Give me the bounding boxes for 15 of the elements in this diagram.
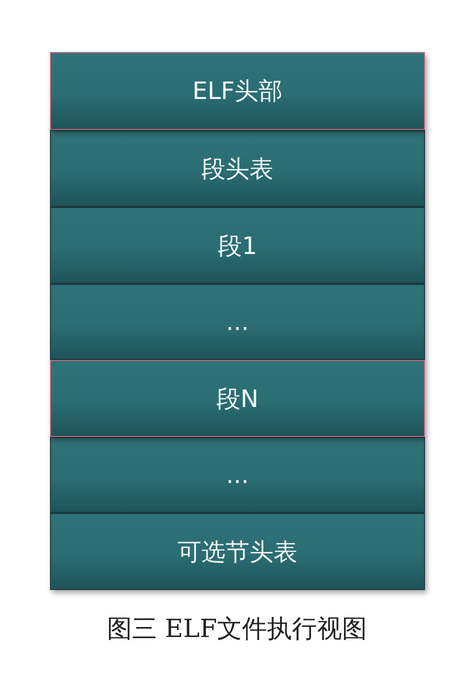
memory-block xyxy=(50,284,425,360)
memory-block xyxy=(50,207,425,284)
memory-block xyxy=(50,130,425,207)
memory-block xyxy=(50,52,425,130)
block-label: ... xyxy=(226,308,249,336)
memory-block xyxy=(50,513,425,590)
block-label: 段头表 xyxy=(202,154,274,184)
block-label: 段N xyxy=(216,384,258,414)
block-label: 可选节头表 xyxy=(178,536,298,568)
block-label: 段1 xyxy=(218,230,258,262)
caption: 图三 ELF文件执行视图 xyxy=(106,613,368,645)
memory-block xyxy=(50,360,425,437)
memory-block xyxy=(50,437,425,513)
block-label: ... xyxy=(226,461,249,489)
block-label: ELF头部 xyxy=(192,76,283,107)
